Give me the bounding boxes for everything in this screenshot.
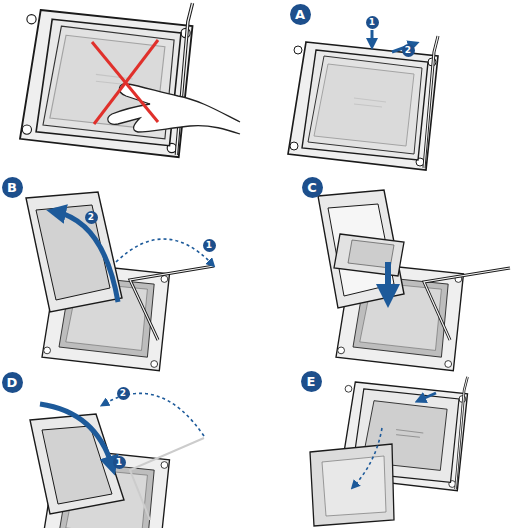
callout-number: 1	[203, 239, 216, 252]
socket-lever	[456, 377, 468, 489]
protective-cap	[308, 56, 422, 154]
panel-a	[288, 36, 438, 170]
callout-number: 1	[113, 456, 126, 469]
step-letter: A	[290, 4, 311, 25]
lift-arrow	[56, 212, 118, 302]
raised-load-plate	[26, 192, 122, 312]
lever-swing-arc	[116, 239, 212, 264]
cpu-chip	[334, 234, 404, 276]
load-plate	[302, 50, 428, 160]
open-lever	[130, 266, 214, 340]
step-letter: C	[302, 177, 323, 198]
open-lever-fill	[130, 266, 214, 340]
lever-return-arc	[104, 393, 204, 436]
step-letter: D	[2, 372, 23, 393]
socket-base	[288, 42, 438, 170]
socket-lever	[424, 36, 438, 168]
callout-number: 2	[117, 387, 130, 400]
hand-illustration	[108, 84, 240, 134]
socket-base	[20, 10, 193, 157]
socket-lever	[176, 3, 192, 155]
open-lever	[424, 268, 510, 340]
callout-number: 2	[85, 211, 98, 224]
step-letter: B	[2, 177, 23, 198]
place-arrow	[385, 262, 391, 296]
warning-cross	[94, 40, 158, 124]
callout-number: 1	[366, 16, 379, 29]
step-letter: E	[301, 371, 322, 392]
callout-number: 2	[402, 44, 415, 57]
press-arrow	[371, 30, 374, 44]
close-arrow	[40, 404, 112, 466]
removed-cap	[310, 444, 394, 526]
lock-arrow	[420, 393, 436, 400]
cap-removal-arc	[354, 428, 382, 486]
open-lever-fill	[424, 268, 510, 340]
removed-cap-inner	[322, 456, 386, 516]
ghost-lever	[130, 438, 204, 520]
panel-warning	[20, 3, 193, 157]
raised-load-plate	[318, 190, 404, 308]
